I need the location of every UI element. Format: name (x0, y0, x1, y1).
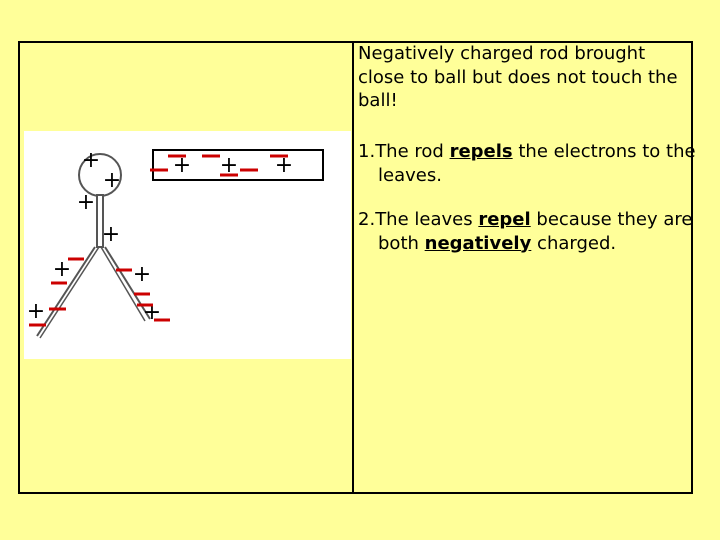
intro-text: Negatively charged rod brought close to … (358, 43, 678, 111)
point-text: because they are both (378, 209, 693, 254)
point-number: 1. (358, 141, 376, 162)
positive-charge: + (77, 190, 95, 215)
rod-charges: + + + (150, 153, 293, 178)
explanation-panel: Negatively charged rod brought close to … (358, 42, 696, 254)
right-leaf-edge (100, 246, 146, 322)
electroscope-positive-charges: + + + + + + + + (27, 148, 161, 325)
positive-charge: + (133, 262, 151, 287)
positive-charge: + (103, 168, 121, 193)
point-number: 2. (358, 209, 376, 230)
point-text: The rod (375, 141, 450, 162)
point-text: The leaves (375, 209, 479, 230)
positive-charge: + (173, 153, 191, 178)
right-leaf (104, 246, 151, 320)
left-leaf-edge (39, 246, 100, 339)
point-2: 2.The leaves repel because they are both… (358, 208, 704, 255)
point-text: the electrons to the leaves. (378, 141, 696, 186)
electroscope-figure: + + + + + + + + + + + (24, 131, 351, 359)
point-text: charged. (531, 232, 617, 254)
column-divider (352, 41, 354, 492)
slide-frame (18, 41, 693, 494)
keyword-negatively: negatively (424, 232, 532, 254)
keyword-repel: repel (478, 209, 531, 230)
positive-charge: + (53, 257, 71, 282)
left-leaf (36, 246, 96, 337)
positive-charge: + (82, 148, 100, 173)
electroscope-stem (96, 194, 104, 248)
point-1: 1.The rod repels the electrons to the le… (358, 140, 704, 187)
leaf-negative-charges (29, 257, 170, 327)
electroscope-diagram: + + + + + + + + + + + (27, 148, 324, 339)
electroscope-leaves (36, 246, 151, 339)
keyword-repels: repels (449, 141, 513, 162)
positive-charge: + (102, 222, 120, 247)
positive-charge: + (220, 153, 238, 178)
positive-charge: + (275, 153, 293, 178)
positive-charge: + (27, 299, 45, 324)
